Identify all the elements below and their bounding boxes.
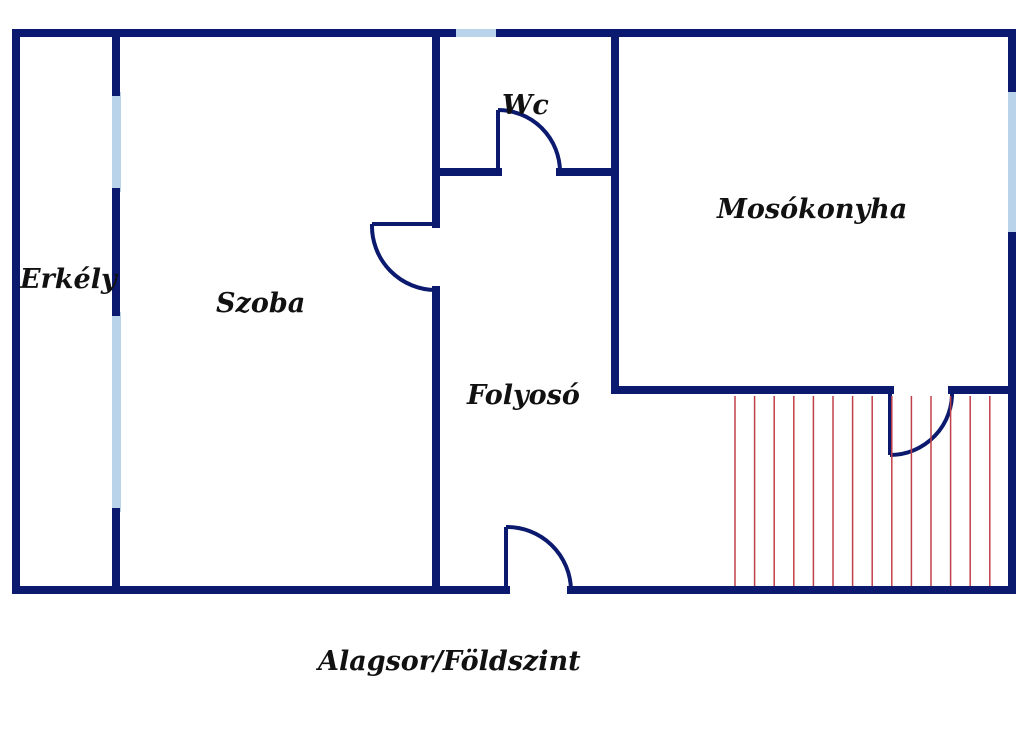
interior-walls: [112, 29, 1016, 594]
staircase: [734, 396, 991, 586]
door-mosokonyha: [888, 389, 955, 458]
window-right-mosokonyha: [1008, 92, 1016, 232]
room-label-szoba: Szoba: [216, 288, 305, 319]
room-label-mosokonyha: Mosókonyha: [716, 194, 907, 225]
window-balcony-upper: [112, 92, 121, 192]
door-entrance: [504, 524, 573, 591]
window-top-wc: [456, 29, 496, 37]
doors: [369, 108, 955, 591]
room-label-erkely: Erkély: [19, 264, 119, 295]
room-label-wc: Wc: [502, 90, 549, 121]
window-balcony-lower: [112, 312, 121, 512]
door-szoba: [369, 222, 437, 292]
floor-caption: Alagsor/Földszint: [315, 646, 581, 677]
windows: [112, 29, 1016, 512]
exterior-walls: [12, 29, 1016, 594]
room-label-folyoso: Folyosó: [466, 380, 580, 411]
door-wc: [496, 108, 562, 173]
